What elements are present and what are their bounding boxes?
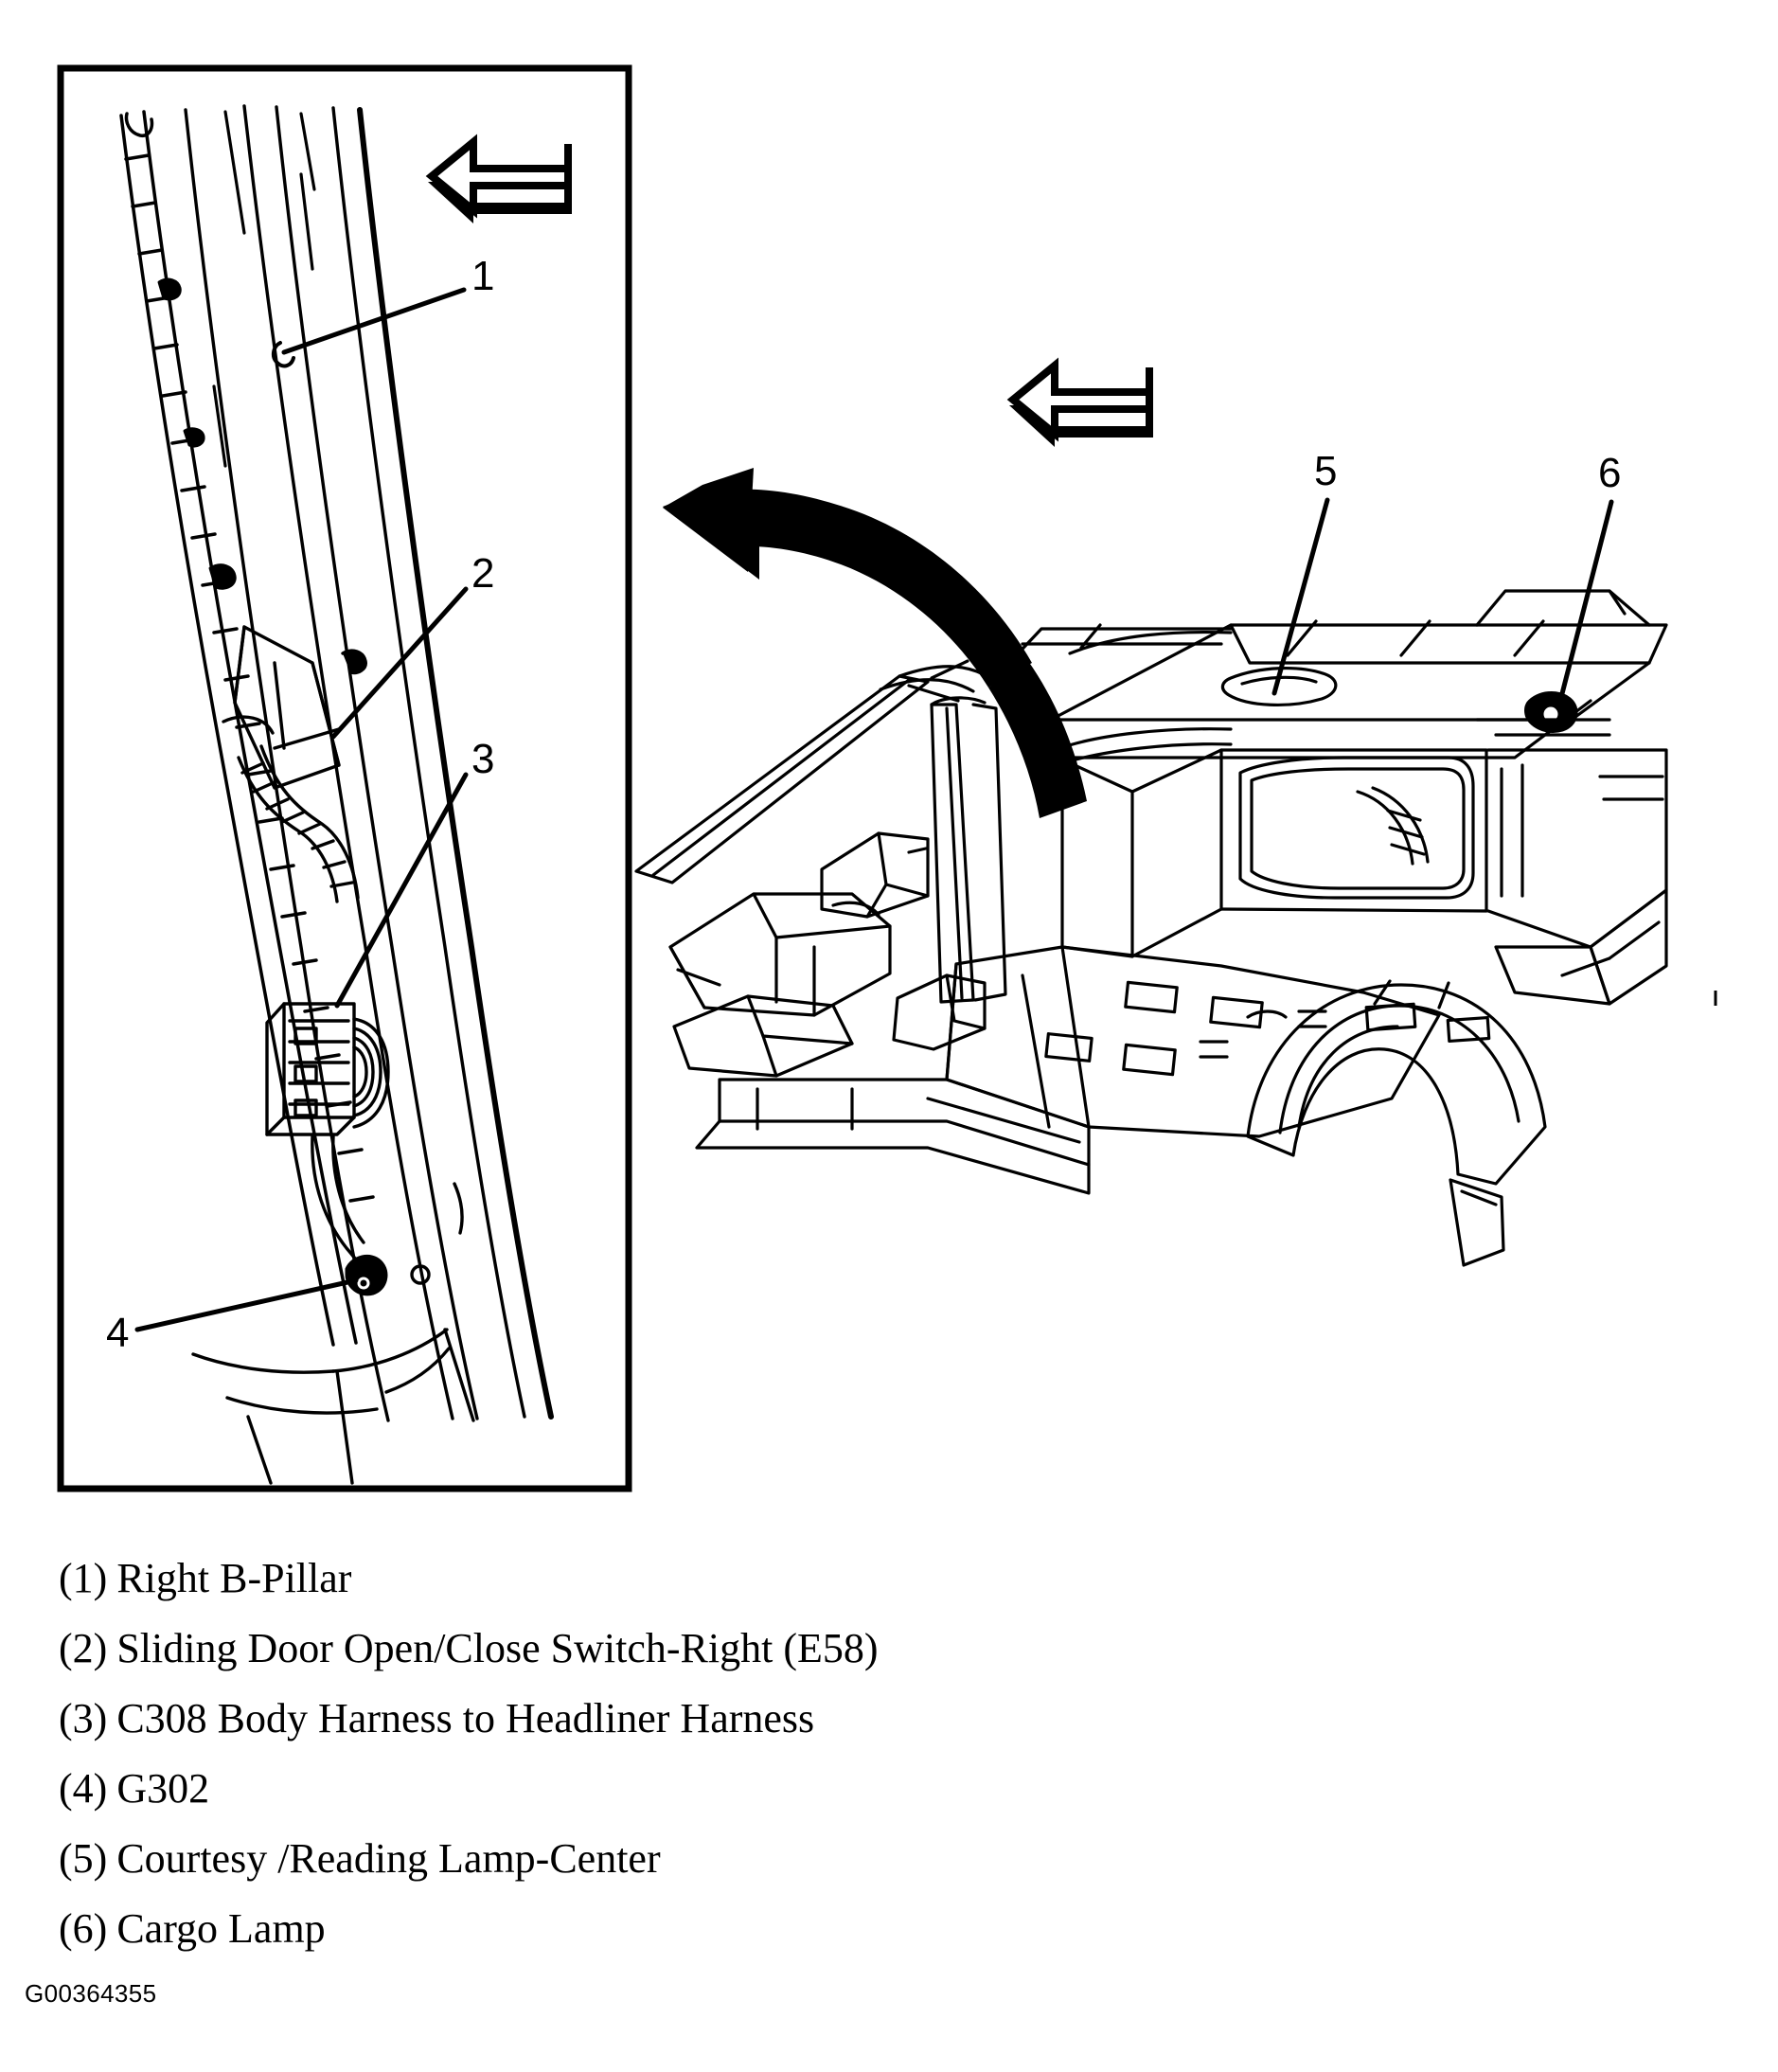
legend-item-index: (6) <box>59 1905 108 1952</box>
figure-svg: 1 2 3 4 <box>57 64 1717 1492</box>
body-b-pillar <box>930 696 1007 1004</box>
legend-item-label: Sliding Door Open/Close Switch-Right (E5… <box>116 1625 879 1671</box>
callout-number-5: 5 <box>1314 448 1337 494</box>
left-trim-panels <box>820 831 987 1051</box>
headliner-harness-routing <box>1058 727 1233 765</box>
seal-retainer-clips <box>157 277 237 590</box>
detail-panel-callout-numbers: 1 2 3 4 <box>106 253 494 1356</box>
legend-item: (2)Sliding Door Open/Close Switch-Right … <box>59 1614 1479 1684</box>
sliding-door-switch-bracket <box>222 625 367 790</box>
callout-number-2: 2 <box>471 550 494 597</box>
figure-id-code: G00364355 <box>25 1979 157 2008</box>
detail-panel-frame <box>57 64 632 1492</box>
b-pillar-panel-lines-heavy <box>357 107 554 1420</box>
legend-item: (1)Right B-Pillar <box>59 1544 1479 1614</box>
callout-2-leader <box>330 586 469 740</box>
detail-panel-callouts <box>134 287 469 1332</box>
g302-ground-stud <box>345 1254 431 1296</box>
interior-floor-details <box>668 892 892 1078</box>
legend-list: (1)Right B-Pillar (2)Sliding Door Open/C… <box>59 1544 1479 1964</box>
b-pillar-detail-drawing <box>119 104 554 1485</box>
callout-5-leader <box>1271 497 1330 696</box>
callout-number-6: 6 <box>1598 450 1621 496</box>
callout-6-leader <box>1556 499 1614 711</box>
legend-item-label: G302 <box>116 1765 210 1812</box>
legend-item-index: (4) <box>59 1765 108 1812</box>
callout-1-tick <box>272 341 295 368</box>
legend-item-label: Right B-Pillar <box>116 1555 352 1601</box>
legend-item-label: Cargo Lamp <box>116 1905 326 1952</box>
body-panel-callout-numbers: 5 6 <box>1314 448 1621 496</box>
legend-item: (4)G302 <box>59 1754 1479 1824</box>
rocker-sill <box>695 1078 1091 1195</box>
callout-number-1: 1 <box>471 253 494 299</box>
a-pillar-structure <box>634 659 992 884</box>
legend-item: (5)Courtesy /Reading Lamp-Center <box>59 1824 1479 1894</box>
body-harness-tube <box>237 744 360 903</box>
b-pillar-detail-strokes <box>212 110 316 468</box>
callout-1-leader <box>281 287 467 355</box>
callout-number-4: 4 <box>106 1310 129 1356</box>
legend-item-label: C308 Body Harness to Headliner Harness <box>116 1695 815 1742</box>
figure-illustration: 1 2 3 4 <box>57 64 1717 1492</box>
roof-panel <box>1007 589 1668 759</box>
legend-item: (6)Cargo Lamp <box>59 1894 1479 1964</box>
wheelhouse <box>1246 979 1547 1267</box>
rear-end-structure <box>1494 888 1668 1006</box>
callout-3-leader <box>334 772 469 1009</box>
legend-item-index: (2) <box>59 1625 108 1671</box>
body-panel-callouts <box>1271 497 1614 711</box>
callout-number-3: 3 <box>471 736 494 782</box>
callout-4-leader <box>134 1277 359 1332</box>
roof-lamp-openings <box>1220 667 1611 737</box>
body-view-direction-arrow <box>1006 357 1153 447</box>
legend-item-label: Courtesy /Reading Lamp-Center <box>116 1835 661 1882</box>
detail-view-direction-arrow <box>425 134 572 223</box>
lower-trim-shapes <box>191 1182 475 1485</box>
legend-item-index: (1) <box>59 1555 108 1601</box>
legend-item-index: (3) <box>59 1695 108 1742</box>
c308-connector <box>265 1002 390 1136</box>
legend-item: (3)C308 Body Harness to Headliner Harnes… <box>59 1684 1479 1754</box>
legend-item-index: (5) <box>59 1835 108 1882</box>
rear-body-assembly-drawing <box>634 589 1668 1267</box>
